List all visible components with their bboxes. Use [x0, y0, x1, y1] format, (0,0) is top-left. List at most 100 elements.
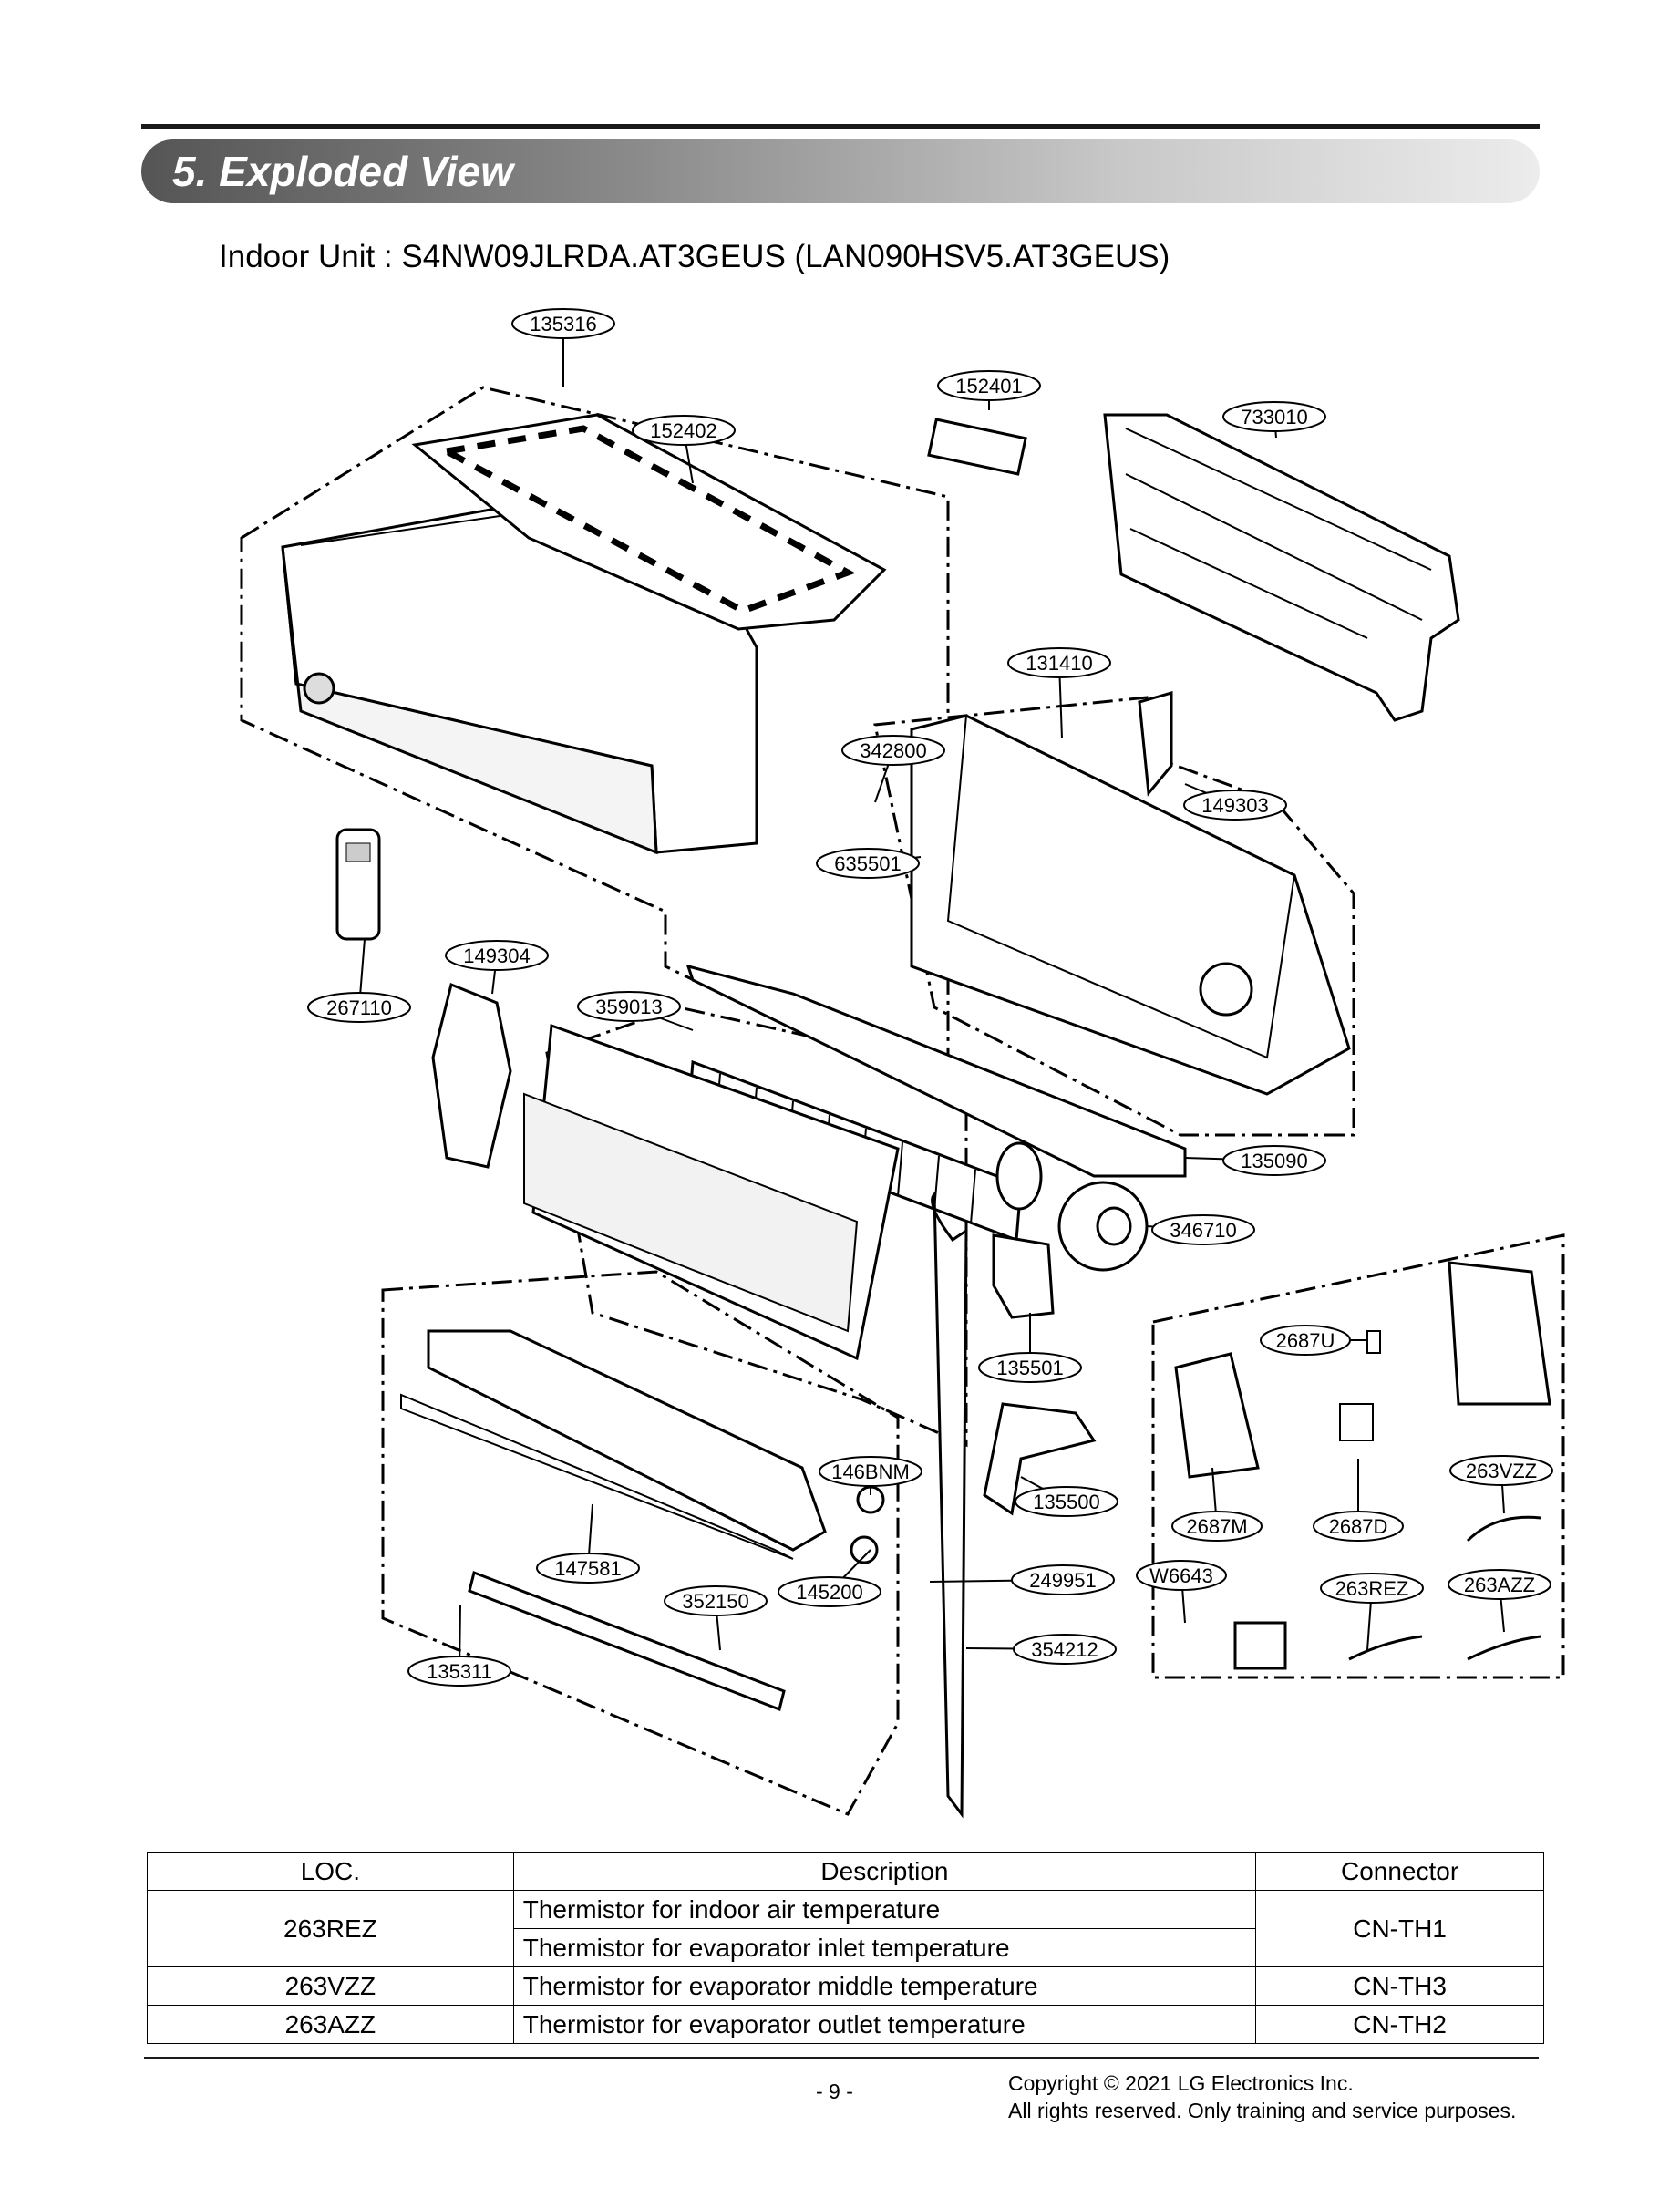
- callout-267110: 267110: [307, 938, 411, 1023]
- cell-description: Thermistor for indoor air temperature: [512, 1890, 1257, 1929]
- callout-W6643: W6643: [1136, 1560, 1227, 1624]
- table-row: 263VZZ Thermistor for evaporator middle …: [147, 1966, 1544, 2006]
- callout-152401: 152401: [937, 370, 1041, 410]
- section-title: 5. Exploded View: [172, 148, 514, 195]
- callout-label: 135501: [996, 1357, 1063, 1379]
- callout-label: 346710: [1170, 1219, 1236, 1242]
- callout-149304: 149304: [445, 940, 549, 995]
- callout-label: 267110: [326, 996, 392, 1019]
- callout-bubble: [841, 735, 945, 766]
- table-row: 263REZ Thermistor for indoor air tempera…: [147, 1890, 1544, 1967]
- callout-342800: 342800: [841, 735, 945, 803]
- copyright: Copyright © 2021 LG Electronics Inc. All…: [1008, 2069, 1516, 2124]
- callout-147581: 147581: [536, 1503, 640, 1584]
- callout-263VZZ: 263VZZ: [1449, 1455, 1553, 1514]
- col-loc: LOC.: [147, 1852, 514, 1891]
- callout-label: 2687M: [1186, 1515, 1247, 1538]
- callout-2687D: 2687D: [1313, 1459, 1404, 1542]
- table-row: 263AZZ Thermistor for evaporator outlet …: [147, 2005, 1544, 2044]
- callout-135090: 135090: [1184, 1145, 1326, 1176]
- col-connector: Connector: [1255, 1852, 1544, 1891]
- callout-131410: 131410: [1007, 647, 1111, 739]
- part-installation-plate: [1103, 413, 1460, 722]
- section-banner: 5. Exploded View: [141, 139, 1540, 203]
- callout-733010: 733010: [1222, 401, 1326, 439]
- callout-label: 152402: [650, 419, 716, 442]
- callout-label: 733010: [1241, 406, 1307, 428]
- callout-label: 354212: [1031, 1638, 1098, 1661]
- callout-bubble: [307, 992, 411, 1023]
- callout-label: 135311: [427, 1660, 492, 1683]
- page-number: - 9 -: [816, 2080, 853, 2103]
- callout-label: 135316: [530, 313, 596, 335]
- callout-635501: 635501: [816, 848, 922, 879]
- callout-label: 135090: [1241, 1150, 1307, 1172]
- callout-bubble: [1171, 1511, 1263, 1542]
- cell-loc: 263VZZ: [147, 1966, 514, 2006]
- cell-connector: CN-TH1: [1255, 1890, 1544, 1967]
- callout-label: 135500: [1033, 1491, 1099, 1513]
- callout-bubble: [577, 991, 681, 1022]
- part-air-filter: [411, 413, 887, 631]
- bottom-rule: [144, 2057, 1539, 2059]
- callout-135501: 135501: [978, 1313, 1082, 1383]
- callout-263AZZ: 263AZZ: [1448, 1569, 1551, 1633]
- group-outline-evaporator: [545, 1006, 968, 1448]
- group-outline-drain-pan: [381, 1270, 900, 1816]
- callout-bubble: [511, 308, 615, 339]
- top-rule: [141, 124, 1540, 129]
- callout-layer: 135316 152401 152402 733010 131410 342800 1493…: [307, 308, 1553, 1687]
- part-discharge-grille: [468, 1570, 786, 1712]
- callout-label: 263AZZ: [1464, 1574, 1535, 1596]
- callout-bubble: [632, 415, 736, 446]
- callout-label: 145200: [796, 1581, 862, 1604]
- part-piping-cover: [983, 1402, 1097, 1516]
- callout-145200: 145200: [778, 1549, 881, 1607]
- callout-135316: 135316: [511, 308, 615, 387]
- callout-label: 359013: [595, 996, 662, 1018]
- callout-152402: 152402: [632, 415, 736, 484]
- callout-bubble: [664, 1585, 768, 1616]
- part-side-holder: [431, 982, 512, 1169]
- callout-label: 147581: [554, 1557, 621, 1580]
- callout-2687M: 2687M: [1171, 1467, 1263, 1542]
- cell-loc: 263AZZ: [147, 2005, 514, 2044]
- callout-bubble: [1320, 1573, 1424, 1604]
- callout-bubble: [445, 940, 549, 971]
- callout-bubble: [407, 1656, 511, 1687]
- callout-bubble: [1449, 1455, 1553, 1486]
- callout-bubble: [536, 1553, 640, 1584]
- callout-359013: 359013: [577, 991, 694, 1031]
- unit-subtitle: Indoor Unit : S4NW09JLRDA.AT3GEUS (LAN09…: [219, 239, 1170, 274]
- col-description: Description: [512, 1852, 1257, 1891]
- callout-label: 342800: [860, 739, 926, 762]
- group-outline-front-panel: [240, 386, 950, 1106]
- callout-135311: 135311: [407, 1604, 511, 1687]
- callout-label: 249951: [1029, 1569, 1096, 1592]
- callout-bubble: [1260, 1325, 1351, 1356]
- callout-bubble: [1151, 1214, 1255, 1245]
- callout-bubble: [816, 848, 920, 879]
- cell-connector: CN-TH2: [1255, 2005, 1544, 2044]
- part-remote-controller: [335, 828, 381, 941]
- callout-bubble: [937, 370, 1041, 401]
- callout-bubble: [778, 1576, 881, 1607]
- callout-bubble: [1007, 647, 1111, 678]
- callout-label: 149303: [1201, 794, 1268, 817]
- callout-bubble: [1313, 1511, 1404, 1542]
- cell-description: Thermistor for evaporator inlet temperat…: [512, 1928, 1257, 1967]
- thermistor-table: LOC. Description Connector 263REZ Thermi…: [147, 1852, 1544, 2044]
- table-row: Thermistor for evaporator inlet temperat…: [148, 1928, 1544, 1967]
- copyright-line-1: Copyright © 2021 LG Electronics Inc.: [1008, 2071, 1354, 2095]
- callout-label: 352150: [682, 1590, 748, 1613]
- part-vane: [685, 964, 1187, 1178]
- callout-label: 2687D: [1329, 1515, 1388, 1538]
- cell-loc: 263REZ: [147, 1890, 514, 1967]
- part-label-sheet: [927, 418, 1027, 476]
- callout-bubble: [1011, 1564, 1115, 1595]
- callout-bubble: [1222, 401, 1326, 432]
- callout-bubble: [819, 1456, 922, 1487]
- callout-249951: 249951: [929, 1564, 1115, 1595]
- callout-346710: 346710: [1146, 1214, 1255, 1245]
